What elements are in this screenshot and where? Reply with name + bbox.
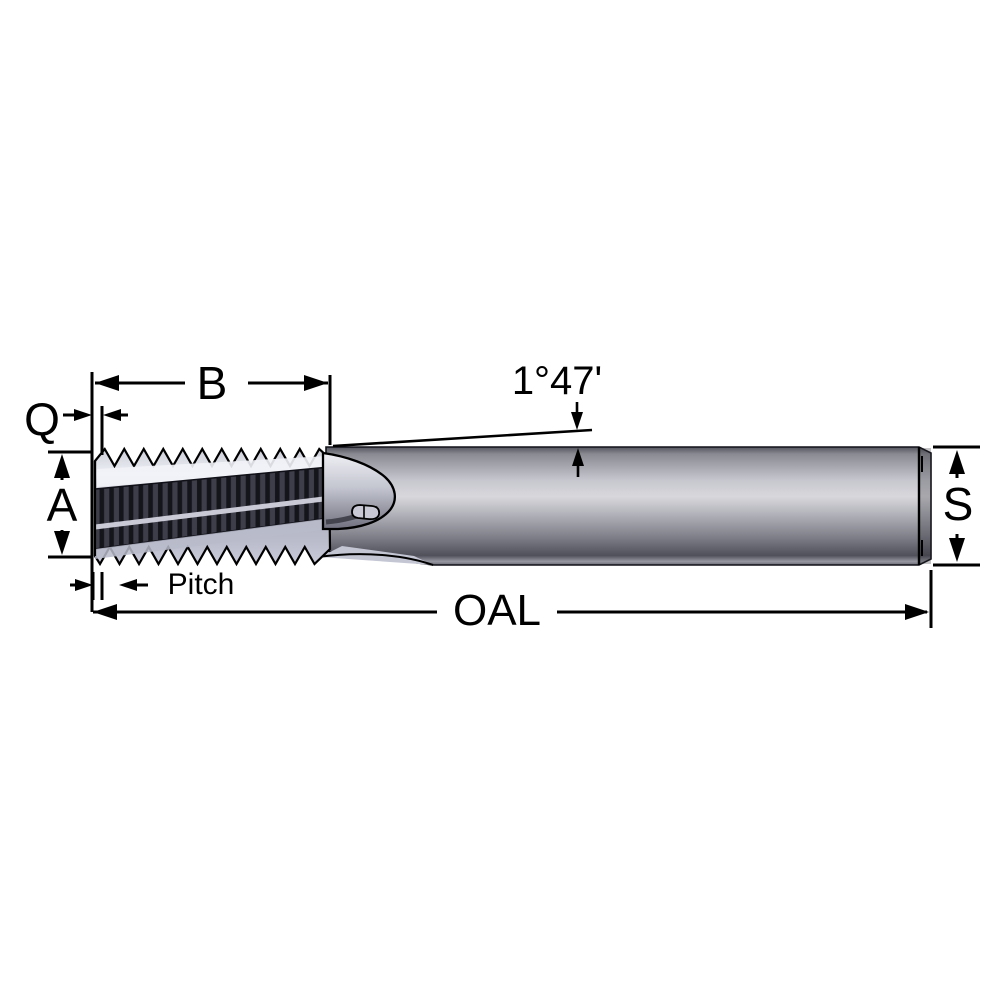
shank-body — [325, 446, 932, 566]
thread-section — [93, 446, 396, 567]
dimension-lines — [48, 372, 980, 628]
dim-a — [48, 450, 92, 559]
arrowhead-s-up — [949, 450, 965, 474]
chamfer-face — [919, 448, 931, 564]
arrowhead-q-right — [103, 409, 121, 421]
thread-highlight — [97, 456, 327, 487]
arrowhead-pitch-right — [119, 579, 137, 591]
dim-label-oal: OAL — [452, 586, 542, 635]
shank-section — [317, 446, 932, 566]
dim-label-a: A — [46, 479, 78, 531]
arrowhead-oal-left — [93, 604, 117, 620]
flute-streak — [94, 494, 341, 530]
dim-label-b: B — [196, 357, 228, 409]
arrowhead-a-up — [54, 454, 70, 478]
thread-lower-band — [95, 518, 330, 559]
dim-label-angle: 1°47' — [511, 359, 603, 403]
arrowhead-angle-down — [571, 412, 583, 430]
dim-oal — [93, 604, 929, 620]
taper-reference-line — [332, 428, 593, 448]
dim-q — [63, 409, 128, 421]
arrowhead-pitch-left — [75, 579, 93, 591]
dim-label-q: Q — [24, 393, 60, 445]
neck-relief-outline — [317, 553, 434, 566]
arrowhead-s-down — [949, 538, 965, 562]
dim-b — [95, 375, 328, 391]
arrowhead-a-down — [54, 531, 70, 555]
dim-label-s: S — [942, 478, 974, 530]
arrowhead-angle-up — [572, 448, 584, 466]
lobe-notch — [351, 504, 381, 521]
dim-label-pitch: Pitch — [167, 568, 235, 601]
dim-s — [933, 445, 980, 567]
dim-pitch — [70, 572, 148, 600]
dim-angle — [332, 402, 593, 477]
arrowhead-b-right — [304, 375, 328, 391]
arrowhead-oal-right — [905, 604, 929, 620]
arrowhead-b-left — [95, 375, 119, 391]
arrowhead-q-left — [74, 409, 92, 421]
